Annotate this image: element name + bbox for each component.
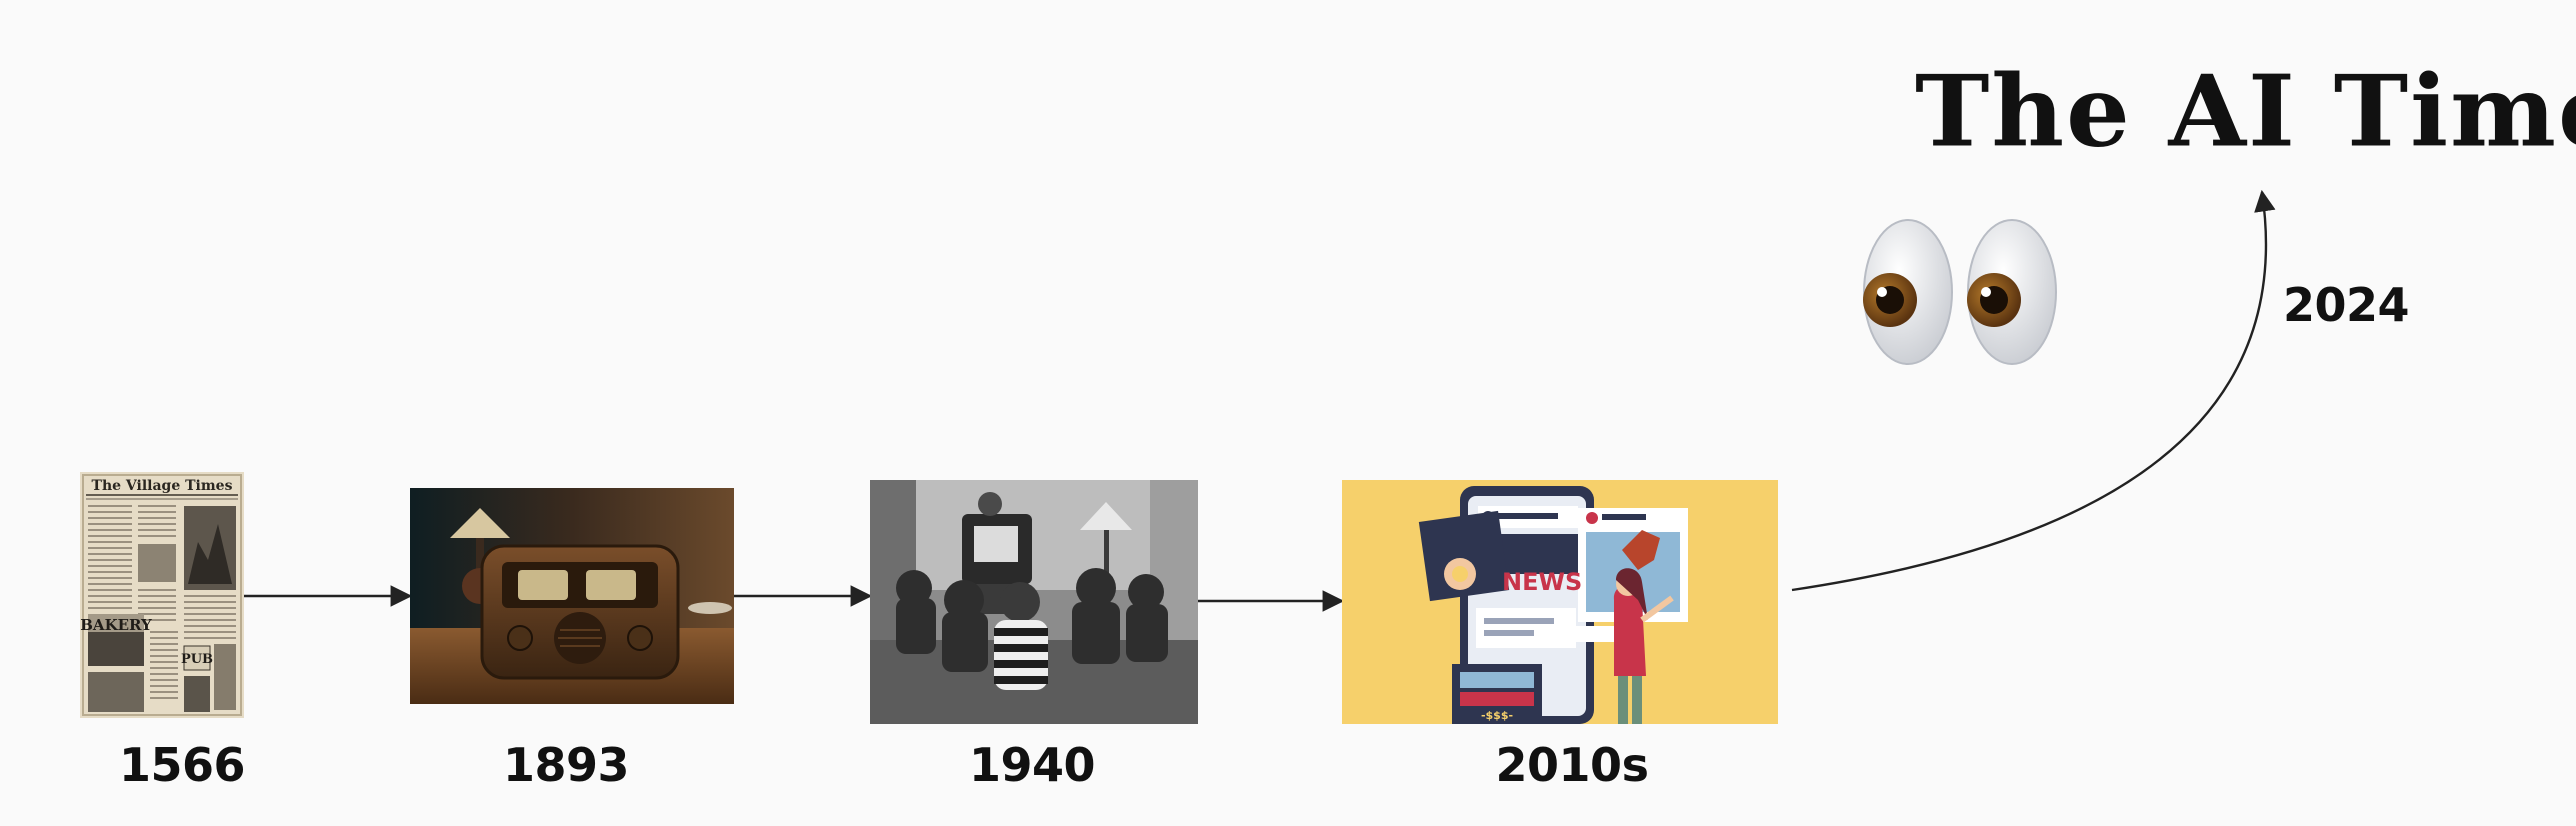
social-news-image: NEWS -$$$-	[1342, 480, 1778, 724]
newspaper-masthead: The Village Times	[92, 478, 233, 494]
year-1940: 1940	[968, 738, 1096, 792]
price-tag: -$$$-	[1481, 709, 1513, 722]
year-2010s: 2010s	[1495, 738, 1649, 792]
ai-times-logo: The AI Times	[1915, 53, 2576, 169]
year-1893: 1893	[502, 738, 630, 792]
radio-image	[410, 488, 734, 704]
television-image	[870, 480, 1198, 724]
eyes-emoji-icon	[1863, 219, 2057, 365]
newspaper-bakery-label: BAKERY	[80, 616, 152, 634]
year-1566: 1566	[118, 738, 246, 792]
year-2024: 2024	[2282, 278, 2410, 332]
newspaper-pub-label: PUB	[181, 652, 213, 667]
news-word: NEWS	[1502, 568, 1582, 596]
newspaper-image: The Village Times	[80, 472, 244, 718]
